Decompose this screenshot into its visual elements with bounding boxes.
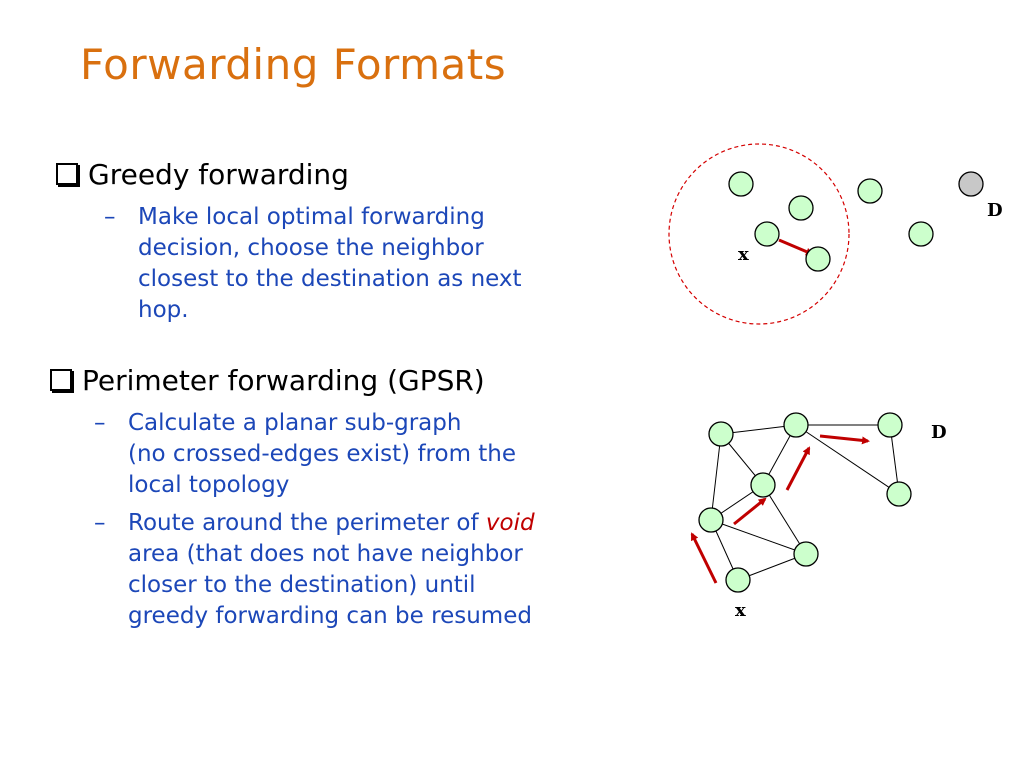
radio-range-circle	[668, 143, 850, 325]
checkbox-bullet-icon	[56, 162, 78, 185]
dash-bullet: –	[104, 204, 116, 230]
perimeter-point-2: – Route around the perimeter of void are…	[94, 508, 535, 632]
graph-edge	[710, 519, 807, 555]
dest-label: D	[987, 200, 1003, 221]
greedy-line-2: decision, choose the neighbor	[138, 235, 484, 261]
perimeter-p2-line-2: area (that does not have neighbor	[128, 541, 523, 567]
perimeter-arrow-2	[733, 497, 767, 526]
greedy-hop-arrow	[778, 238, 814, 256]
network-node	[908, 221, 934, 247]
greedy-point: – Make local optimal forwarding decision…	[104, 202, 522, 326]
perimeter-p1-line-1: Calculate a planar sub-graph	[128, 410, 462, 436]
perimeter-arrow-3	[785, 446, 811, 491]
perimeter-arrow-4	[819, 434, 870, 445]
perimeter-arrow-1	[690, 532, 718, 584]
network-node	[708, 421, 734, 447]
dash-bullet: –	[94, 510, 106, 536]
next-hop-node	[805, 246, 831, 272]
bullet-greedy: Greedy forwarding	[56, 158, 349, 191]
perimeter-p2-line-3: closer to the destination) until	[128, 572, 476, 598]
greedy-line-1: Make local optimal forwarding	[138, 204, 485, 230]
greedy-heading: Greedy forwarding	[88, 158, 349, 191]
source-node	[725, 567, 751, 593]
bullet-perimeter: Perimeter forwarding (GPSR)	[50, 364, 485, 397]
void-word: void	[485, 510, 535, 536]
source-label: x	[735, 600, 746, 621]
network-node	[788, 195, 814, 221]
perimeter-diagram: x D	[690, 412, 947, 621]
source-node	[754, 221, 780, 247]
destination-node	[877, 412, 903, 438]
greedy-line-3: closest to the destination as next	[138, 266, 522, 292]
perimeter-p2-prefix: Route around the perimeter of	[128, 510, 486, 536]
network-node	[728, 171, 754, 197]
perimeter-p2-line-1: Route around the perimeter of void	[128, 508, 535, 539]
slide-title: Forwarding Formats	[80, 40, 507, 89]
checkbox-bullet-icon	[50, 368, 72, 391]
greedy-diagram: x D	[668, 143, 1003, 325]
perimeter-heading: Perimeter forwarding (GPSR)	[82, 364, 485, 397]
network-node	[750, 472, 776, 498]
network-node	[857, 178, 883, 204]
greedy-line-4: hop.	[138, 297, 189, 323]
perimeter-point-1: – Calculate a planar sub-graph (no cross…	[94, 408, 517, 501]
network-node	[886, 481, 912, 507]
perimeter-p1-line-3: local topology	[128, 472, 290, 498]
destination-node	[958, 171, 984, 197]
perimeter-p2-line-4: greedy forwarding can be resumed	[128, 603, 532, 629]
source-label: x	[738, 244, 749, 265]
graph-edge	[710, 433, 722, 521]
network-node	[793, 541, 819, 567]
dest-label: D	[931, 422, 947, 443]
network-node	[698, 507, 724, 533]
network-node	[783, 412, 809, 438]
perimeter-p1-line-2: (no crossed-edges exist) from the	[128, 441, 517, 467]
graph-edge	[762, 484, 807, 555]
graph-edge	[795, 424, 900, 495]
dash-bullet: –	[94, 410, 106, 436]
